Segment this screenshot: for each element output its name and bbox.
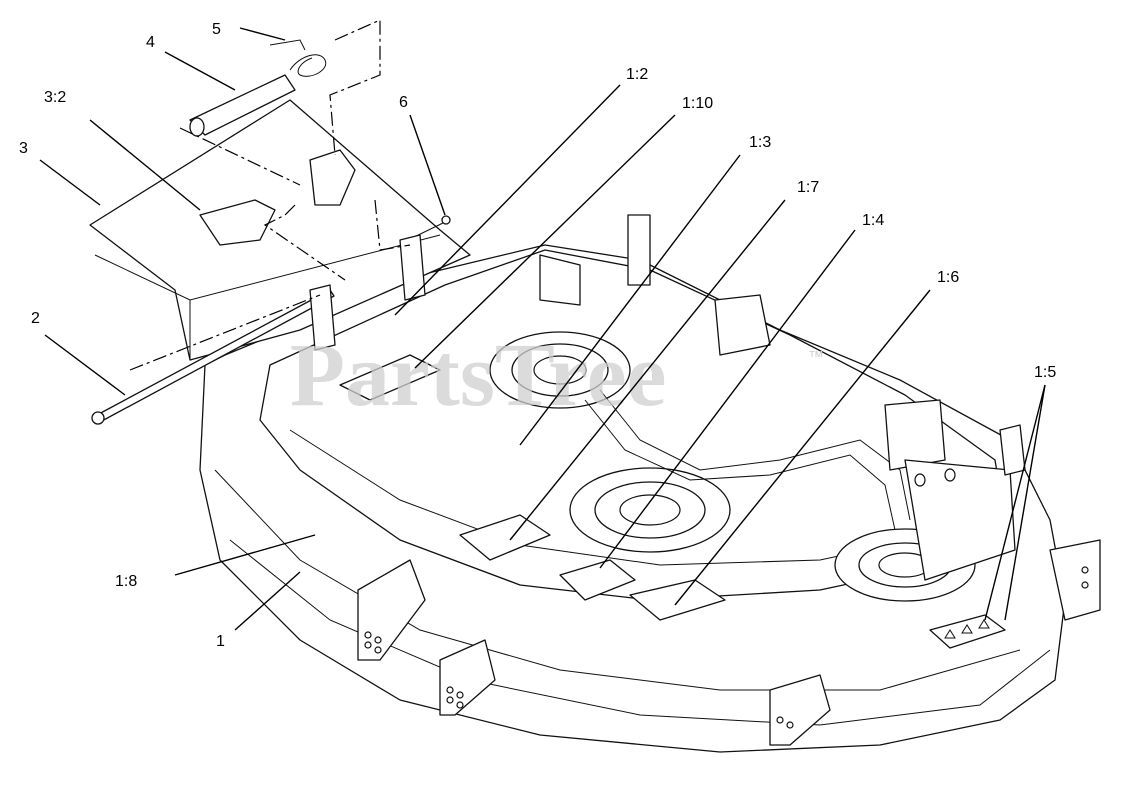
watermark: PartsTree ™ (290, 326, 824, 425)
callout-1: 1 (216, 633, 225, 650)
leader-1-5b (1004, 384, 1046, 621)
callout-1-5: 1:5 (1034, 364, 1056, 381)
callout-labels: 5 4 3:2 3 6 2 1:2 1:10 1:3 1:7 1:4 1:6 1… (19, 21, 1056, 650)
side-bracket-right (1049, 539, 1101, 621)
torsion-spring-5 (269, 39, 327, 77)
belt-cover (89, 99, 471, 361)
front-bracket-center (439, 639, 496, 716)
leader-1-5a (984, 384, 1046, 621)
deck-lower-edge (214, 469, 1021, 691)
hinge-post-left (309, 284, 336, 351)
decal-1-7 (459, 514, 551, 561)
leader-3 (39, 159, 101, 206)
hinge-post-right (399, 234, 426, 301)
leader-1-6 (674, 289, 931, 606)
leader-1 (234, 571, 301, 631)
callout-3-2: 3:2 (44, 89, 66, 106)
decal-1-4 (559, 559, 636, 601)
callout-1-10: 1:10 (682, 95, 713, 112)
assembly-centerlines (129, 19, 411, 371)
hinge-rod-2 (91, 289, 335, 425)
callout-1-8: 1:8 (115, 573, 137, 590)
leader-4 (164, 51, 236, 91)
leader-1-8 (174, 534, 316, 576)
watermark-trademark: ™ (808, 349, 824, 366)
leader-1-10 (414, 114, 676, 369)
watermark-text: PartsTree (290, 326, 666, 425)
callout-6: 6 (399, 94, 408, 111)
leader-3-2 (89, 119, 201, 211)
callout-2: 2 (31, 310, 40, 327)
callout-5: 5 (212, 21, 221, 38)
leader-5 (239, 27, 286, 41)
leader-1-7 (509, 199, 786, 541)
decal-1-6 (629, 579, 726, 621)
spindle-left (489, 331, 631, 409)
leader-6 (409, 114, 446, 216)
leader-2 (44, 334, 126, 396)
deck-bracket-mid (714, 294, 771, 356)
deck-bracket-far-right (904, 459, 1016, 581)
front-bracket-left (357, 559, 426, 661)
callout-1-2: 1:2 (626, 66, 648, 83)
deck-bottom-edge (229, 539, 1051, 726)
callout-1-3: 1:3 (749, 134, 771, 151)
deck-bracket-left (539, 254, 581, 306)
deck-post-1 (627, 214, 651, 286)
decal-warning-triangles (944, 619, 990, 639)
spindle-center (569, 467, 731, 553)
belt-cover-shell (89, 99, 471, 361)
callout-1-4: 1:4 (862, 212, 884, 229)
hinge-bracket-upper (309, 149, 356, 206)
leader-1-2 (394, 84, 621, 316)
leader-lines (39, 27, 1046, 631)
leader-1-4 (599, 229, 856, 569)
deck-bracket-right (884, 399, 946, 471)
callout-4: 4 (146, 34, 155, 51)
belt-channel (599, 389, 911, 521)
deck-post-2 (999, 424, 1026, 476)
hinge-bracket-3-2 (199, 199, 276, 246)
callout-1-6: 1:6 (937, 269, 959, 286)
decal-1-2 (339, 354, 441, 401)
callout-3: 3 (19, 140, 28, 157)
callout-1-7: 1:7 (797, 179, 819, 196)
leader-1-3 (519, 154, 741, 446)
front-bracket-right (769, 674, 831, 746)
